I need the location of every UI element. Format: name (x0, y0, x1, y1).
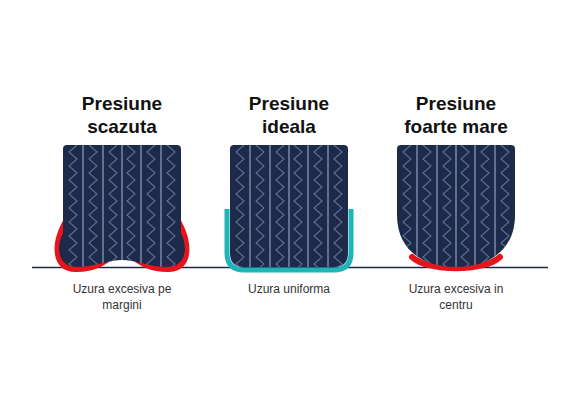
wear-caption: Uzura excesiva in centru (391, 281, 521, 313)
tread-pattern (69, 145, 175, 271)
wear-caption: Uzura uniforma (224, 281, 354, 297)
pressure-heading: Presiune foarte mare (394, 92, 518, 138)
pressure-heading: Presiune scazuta (60, 92, 184, 138)
tread-pattern (236, 145, 342, 271)
tire-figure: Presiune foarte mareUzura excesiva in ce… (381, 92, 531, 317)
tread-pattern (403, 145, 509, 271)
pressure-heading: Presiune ideala (227, 92, 351, 138)
tire-figure: Presiune idealaUzura uniforma (214, 92, 364, 301)
tire-figure: Presiune scazutaUzura excesiva pe margin… (47, 92, 197, 317)
wear-caption: Uzura excesiva pe margini (57, 281, 187, 313)
